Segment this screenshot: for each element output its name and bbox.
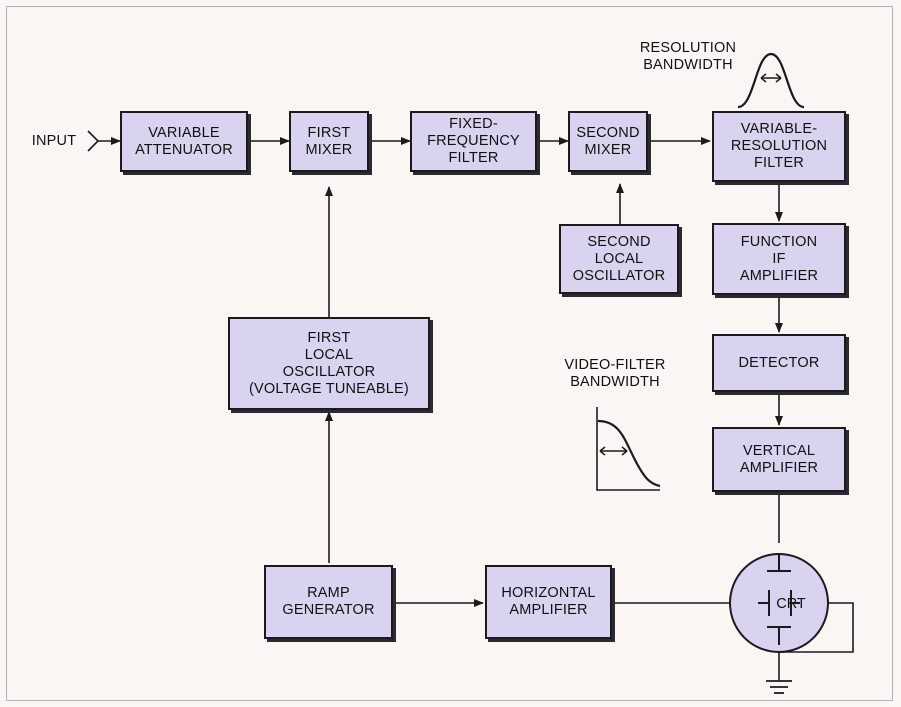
resolution-bandwidth-label: RESOLUTION BANDWIDTH — [639, 40, 737, 73]
crt-tube — [729, 553, 829, 653]
video-filter-bandwidth-label: VIDEO-FILTER BANDWIDTH — [564, 357, 666, 390]
variable-attenuator-block: VARIABLE ATTENUATOR — [120, 111, 248, 172]
first-local-oscillator-block: FIRST LOCAL OSCILLATOR (VOLTAGE TUNEABLE… — [228, 317, 430, 410]
fixed-frequency-filter-block: FIXED- FREQUENCY FILTER — [410, 111, 537, 172]
horizontal-amplifier-label: HORIZONTAL AMPLIFIER — [501, 585, 596, 618]
figure-frame — [6, 6, 893, 701]
detector-label: DETECTOR — [738, 354, 820, 371]
function-if-amplifier-label: FUNCTION IF AMPLIFIER — [739, 233, 819, 284]
ramp-generator-label: RAMP GENERATOR — [282, 585, 375, 618]
input-label: INPUT — [31, 133, 77, 149]
detector-block: DETECTOR — [712, 334, 846, 392]
crt-label: CRT — [776, 596, 806, 612]
ramp-generator-block: RAMP GENERATOR — [264, 565, 393, 639]
horizontal-amplifier-block: HORIZONTAL AMPLIFIER — [485, 565, 612, 639]
first-local-oscillator-label: FIRST LOCAL OSCILLATOR (VOLTAGE TUNEABLE… — [249, 329, 409, 397]
video-filter-bandwidth-graph — [596, 407, 661, 491]
second-mixer-block: SECOND MIXER — [568, 111, 648, 172]
vertical-amplifier-label: VERTICAL AMPLIFIER — [739, 442, 819, 476]
variable-resolution-filter-label: VARIABLE- RESOLUTION FILTER — [730, 121, 828, 171]
variable-attenuator-label: VARIABLE ATTENUATOR — [135, 124, 233, 158]
second-mixer-label: SECOND MIXER — [576, 124, 640, 158]
variable-resolution-filter-block: VARIABLE- RESOLUTION FILTER — [712, 111, 846, 182]
resolution-bandwidth-curve — [737, 52, 805, 109]
fixed-frequency-filter-label: FIXED- FREQUENCY FILTER — [427, 116, 520, 166]
resolution-bandwidth-arrow — [760, 73, 782, 83]
function-if-amplifier-block: FUNCTION IF AMPLIFIER — [712, 223, 846, 295]
first-mixer-block: FIRST MIXER — [289, 111, 369, 172]
vertical-amplifier-block: VERTICAL AMPLIFIER — [712, 427, 846, 492]
first-mixer-label: FIRST MIXER — [305, 124, 353, 158]
second-local-oscillator-label: SECOND LOCAL OSCILLATOR — [572, 233, 666, 284]
input-terminal — [87, 130, 100, 152]
second-local-oscillator-block: SECOND LOCAL OSCILLATOR — [559, 224, 679, 294]
ground-icon — [766, 680, 792, 694]
